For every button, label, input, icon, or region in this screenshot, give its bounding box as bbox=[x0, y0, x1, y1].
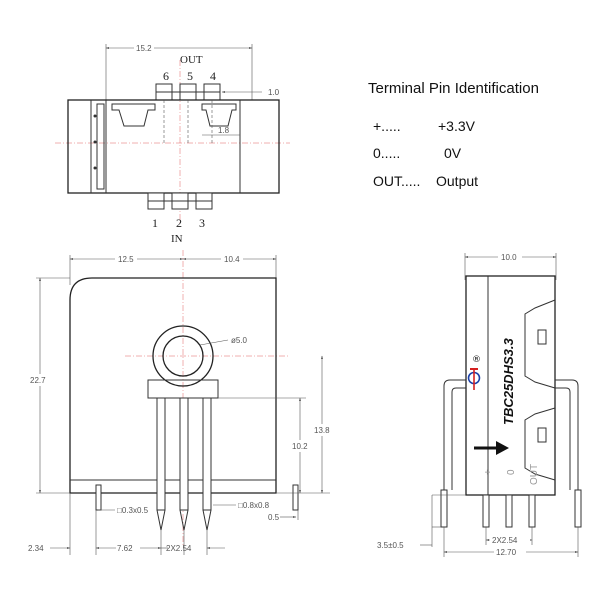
terminal-title: Terminal Pin Identification bbox=[368, 80, 539, 97]
top-view: 15.2 OUT 6 5 4 1.0 1.8 bbox=[55, 42, 290, 245]
in-pin-number: 3 bbox=[199, 216, 205, 230]
side-pin bbox=[528, 494, 536, 528]
top-width-dim: 15.2 bbox=[136, 44, 152, 53]
side-pin bbox=[505, 494, 513, 528]
front-hole-dim: ø5.0 bbox=[231, 336, 248, 345]
front-small-pin bbox=[95, 484, 102, 511]
front-pin-height-dim: 10.2 bbox=[292, 442, 308, 451]
in-label: IN bbox=[171, 233, 183, 245]
front-small-pin bbox=[292, 484, 299, 511]
front-view: 12.5 10.4 ø5.0 22.7 13. bbox=[26, 250, 334, 555]
front-body-outline bbox=[69, 277, 277, 494]
front-pin-offset-dim: 7.62 bbox=[117, 544, 133, 553]
front-pin-section-right: □0.8x0.8 bbox=[238, 501, 270, 510]
in-pin-number: 1 bbox=[152, 216, 158, 230]
side-pin bbox=[574, 489, 582, 528]
front-height-dim: 22.7 bbox=[30, 376, 46, 385]
out-label: OUT bbox=[180, 54, 203, 66]
registered-mark: ® bbox=[472, 355, 481, 365]
current-direction-arrow-icon bbox=[474, 441, 509, 455]
terminal-pin-table: Terminal Pin Identification +..... +3.3V… bbox=[368, 80, 539, 189]
side-span-dim: 12.70 bbox=[496, 548, 517, 557]
front-offset-dim: 2.34 bbox=[28, 544, 44, 553]
front-pitch-dim: 2X2.54 bbox=[166, 544, 192, 553]
side-pin-length-dim: 3.5±0.5 bbox=[377, 541, 404, 550]
side-pin-label: 0 bbox=[506, 469, 517, 475]
front-pin bbox=[179, 397, 189, 511]
side-pitch-dim: 2X2.54 bbox=[492, 536, 518, 545]
terminal-row-pin: OUT..... bbox=[373, 173, 420, 189]
front-pin bbox=[202, 397, 212, 511]
terminal-row-value: 0V bbox=[444, 145, 462, 161]
side-view: 10.0 ® TBC25DHS3.3 + 0 OUT bbox=[377, 251, 582, 557]
front-right-dim: 10.4 bbox=[224, 255, 240, 264]
in-pin-number: 2 bbox=[176, 216, 182, 230]
side-pin bbox=[440, 489, 448, 528]
part-number: TBC25DHS3.3 bbox=[501, 338, 516, 425]
terminal-row-value: +3.3V bbox=[438, 118, 476, 134]
terminal-row-pin: +..... bbox=[373, 118, 401, 134]
top-pitch-dim: 1.0 bbox=[268, 88, 280, 97]
front-standoff-dim: 0.5 bbox=[268, 513, 280, 522]
terminal-row-pin: 0..... bbox=[373, 145, 400, 161]
front-hole-height-dim: 13.8 bbox=[314, 426, 330, 435]
front-left-dim: 12.5 bbox=[118, 255, 134, 264]
brand-logo-icon: ® bbox=[467, 355, 481, 390]
front-hole-ring bbox=[152, 325, 214, 387]
side-pin bbox=[482, 494, 490, 528]
front-pin bbox=[156, 397, 166, 511]
side-width-dim: 10.0 bbox=[501, 253, 517, 262]
top-gap-dim: 1.8 bbox=[218, 126, 230, 135]
out-pin-number: 4 bbox=[210, 69, 216, 83]
front-pin-section-left: □0.3x0.5 bbox=[117, 506, 149, 515]
side-pin-label: OUT bbox=[529, 464, 540, 485]
out-pin-number: 5 bbox=[187, 69, 193, 83]
out-pin-number: 6 bbox=[163, 69, 169, 83]
top-body-outline bbox=[67, 99, 280, 194]
terminal-row-value: Output bbox=[436, 173, 478, 189]
front-hole bbox=[162, 335, 204, 377]
side-pin-label: + bbox=[483, 469, 494, 475]
